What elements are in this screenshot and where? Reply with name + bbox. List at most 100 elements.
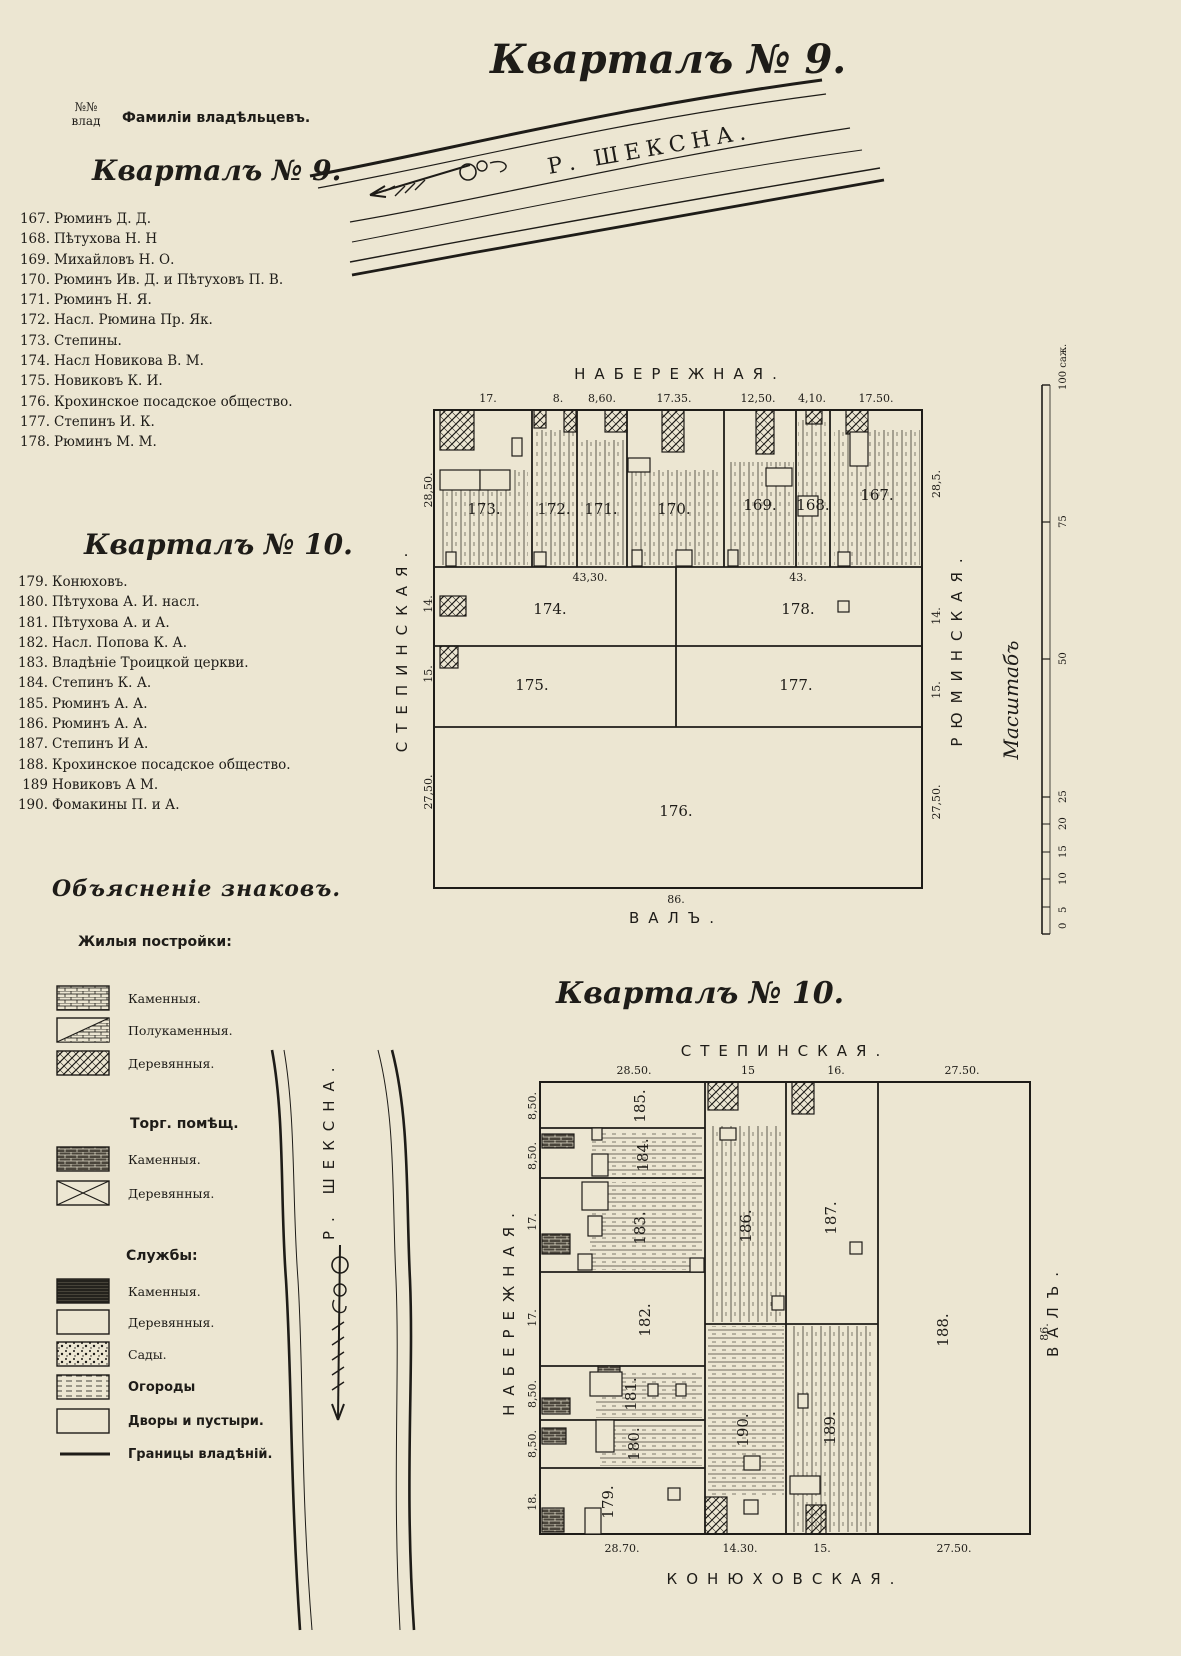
lot-190: 190. — [734, 1413, 752, 1446]
owner-number: 184. — [17, 675, 48, 692]
block10-owner-list: 179.Конюховъ.180.Пѣтухова А. И. насл.181… — [10, 572, 291, 816]
owner-number: 176. — [19, 393, 50, 410]
owner-name: Насл. Рюмина Пр. Як. — [54, 312, 213, 329]
map10-street-top: СТЕПИНСКАЯ. — [681, 1042, 889, 1060]
legend-label: Огороды — [128, 1379, 196, 1395]
map9-street-left: СТЕПИНСКАЯ. — [393, 544, 411, 752]
legend-row-service-0: Каменныя. — [56, 1278, 201, 1304]
map10-dim-bottom-3: 15. — [813, 1542, 831, 1555]
lot-182: 182. — [636, 1303, 654, 1336]
list-item: 177.Степинъ И. К. — [12, 412, 293, 432]
owner-name: Степинъ К. А. — [52, 675, 152, 692]
owner-number: 178. — [19, 434, 50, 451]
owner-name: Фомакины П. и А. — [52, 797, 180, 814]
legend-label: Деревянныя. — [128, 1185, 215, 1201]
list-item: 180.Пѣтухова А. И. насл. — [10, 592, 291, 612]
legend-label: Каменныя. — [128, 1283, 201, 1299]
owner-number: 190. — [17, 797, 48, 814]
list-item: 167.Рюминъ Д. Д. — [12, 209, 293, 229]
legend-swatch-wood-icon — [56, 1050, 110, 1076]
legend-row-residential-0: Каменныя. — [56, 985, 201, 1011]
block9-list-title: Кварталъ № 9. — [92, 154, 342, 187]
scale-tick-25: 25 — [1058, 790, 1069, 803]
map9-dim-left-2: 14. — [422, 595, 435, 613]
legend-swatch-line-icon — [60, 1452, 110, 1456]
page-title: Кварталъ № 9. — [490, 36, 847, 83]
map9-dim-right-4: 27,50. — [930, 785, 943, 820]
owner-name: Рюминъ Н. Я. — [54, 292, 152, 309]
map9-dim-top-4: 17.35. — [657, 392, 692, 405]
owner-name: Крохинское посадское общество. — [54, 393, 293, 410]
owner-number: 185. — [17, 695, 48, 712]
owner-name: Рюминъ Ив. Д. и Пѣтуховъ П. В. — [54, 271, 284, 288]
legend-label: Деревянныя. — [128, 1055, 215, 1071]
lot-175: 175. — [515, 676, 548, 694]
legend-label: Дворы и пустыри. — [128, 1413, 264, 1429]
scale-tick-50: 50 — [1058, 652, 1069, 665]
owner-name: Рюминъ М. М. — [54, 434, 157, 451]
legend-swatch-plain-icon — [56, 1309, 110, 1335]
map9-street-right: РЮМИНСКАЯ. — [948, 549, 966, 746]
owner-number: 174. — [19, 353, 50, 370]
owner-name: Владѣніе Троицкой церкви. — [52, 655, 249, 672]
map9-dim-left-3: 15. — [422, 665, 435, 683]
legend-service-title: Службы: — [126, 1248, 198, 1264]
lot-171: 171. — [584, 500, 617, 518]
lot-179: 179. — [599, 1485, 617, 1518]
list-item: 168.Пѣтухова Н. Н — [12, 229, 293, 249]
owner-number: 189 — [22, 776, 48, 793]
map10-dim-top-2: 15 — [741, 1064, 755, 1077]
lot-187: 187. — [822, 1201, 840, 1234]
scale-label: Масштабъ — [999, 641, 1023, 761]
river-side-label: Р. ШЕКСНА. — [320, 1058, 338, 1240]
list-item: 179.Конюховъ. — [10, 572, 291, 592]
map9-dim-mid-2: 43. — [789, 571, 807, 584]
lot-168: 168. — [796, 496, 829, 514]
owner-number: 169. — [19, 251, 50, 268]
list-item: 188.Крохинское посадское общество. — [10, 755, 291, 775]
scale-tick-5: 5 — [1058, 907, 1069, 913]
map10-dim-bottom-4: 27.50. — [937, 1542, 972, 1555]
legend-row-service-1: Деревянныя. — [56, 1309, 214, 1335]
map9-dim-top-1: 17. — [479, 392, 497, 405]
scale-bar: 0 5 10 15 20 25 50 75 100 саж. Масштабъ — [999, 344, 1069, 935]
owner-name: Степинъ И А. — [52, 736, 149, 753]
legend-row-trade-0: Каменныя. — [56, 1146, 201, 1172]
owner-number: 187. — [17, 736, 48, 753]
lot-172: 172. — [537, 500, 570, 518]
map10-dim-top-4: 27.50. — [945, 1064, 980, 1077]
map10-dim-left-1: 8,50. — [526, 1092, 539, 1120]
legend-row-service-5: Границы владѣній. — [56, 1441, 272, 1467]
legend-label: Каменныя. — [128, 990, 201, 1006]
owner-number: 179. — [17, 574, 48, 590]
legend-swatch-plain-icon — [56, 1408, 110, 1434]
owner-name: Пѣтухова А. И. насл. — [52, 594, 200, 611]
owner-number: 177. — [19, 413, 50, 430]
owner-name: Пѣтухова Н. Н — [54, 231, 158, 248]
lot-184: 184. — [634, 1138, 652, 1171]
list-item: 183.Владѣніе Троицкой церкви. — [10, 653, 291, 673]
map10-street-left: НАБЕРЕЖНАЯ. — [500, 1204, 518, 1416]
owner-name: Рюминъ А. А. — [52, 695, 148, 712]
map10-dim-top-3: 16. — [827, 1064, 845, 1077]
map10-dim-left-4: 17. — [526, 1309, 539, 1327]
legend-swatch-dashes-icon — [56, 1374, 110, 1400]
scale-tick-20: 20 — [1058, 817, 1069, 830]
lot-183: 183. — [631, 1211, 649, 1244]
list-item: 172.Насл. Рюмина Пр. Як. — [12, 310, 293, 330]
list-item: 174.Насл Новикова В. М. — [12, 351, 293, 371]
legend-swatch-dark-icon — [56, 1278, 110, 1304]
map10-title: Кварталъ № 10. — [556, 976, 845, 1011]
owner-number: 168. — [19, 231, 50, 248]
map9-street-bottom: ВАЛЪ. — [629, 909, 723, 927]
map9-dim-top-5: 12,50. — [741, 392, 776, 405]
map10-dim-left-2: 8,50. — [526, 1142, 539, 1170]
owner-number: 173. — [19, 332, 50, 349]
owner-name: Пѣтухова А. и А. — [52, 614, 170, 631]
owner-name: Насл. Попова К. А. — [52, 634, 188, 651]
lot-170: 170. — [657, 500, 690, 518]
legend-label: Деревянныя. — [128, 1314, 215, 1330]
lot-185: 185. — [631, 1089, 649, 1122]
